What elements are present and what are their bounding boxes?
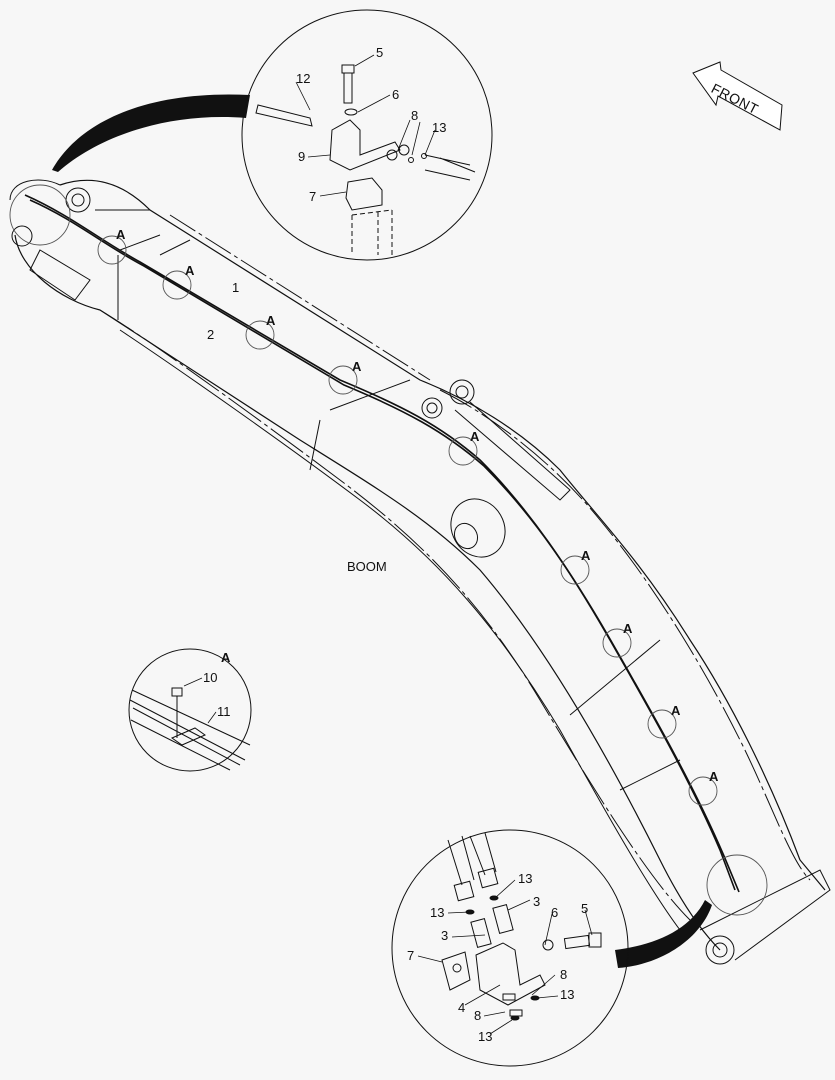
part-label-12: 12: [296, 71, 311, 86]
detail-marker-a: A: [352, 359, 362, 374]
detail-a-markers: [9, 184, 768, 916]
part-label-8: 8: [560, 967, 568, 982]
detail-marker-a: A: [671, 703, 681, 718]
part-label-1: 1: [232, 280, 240, 295]
part-label-5: 5: [376, 45, 384, 60]
part-label-13: 13: [560, 987, 575, 1002]
part-label-8: 8: [411, 108, 419, 123]
part-label-13: 13: [518, 871, 533, 886]
boom-body: [9, 179, 831, 965]
detail-a-view: [128, 648, 252, 772]
part-label-6: 6: [551, 905, 559, 920]
callout-arrow-top: [52, 94, 250, 172]
detail-marker-a: A: [116, 227, 126, 242]
part-label-6: 6: [392, 87, 400, 102]
part-label-13: 13: [478, 1029, 493, 1044]
detail-marker-a: A: [623, 621, 633, 636]
boom-title: BOOM: [347, 559, 387, 574]
detail-a-callout-marker: A: [221, 650, 231, 665]
part-label-3: 3: [441, 928, 449, 943]
part-label-3: 3: [533, 894, 541, 909]
bottom-detail-view: [391, 829, 629, 1067]
detail-marker-a: A: [470, 429, 480, 444]
part-label-8: 8: [474, 1008, 482, 1023]
part-label-11: 11: [217, 704, 231, 719]
part-label-4: 4: [458, 1000, 466, 1015]
part-label-13: 13: [432, 120, 447, 135]
part-label-7: 7: [309, 189, 317, 204]
detail-marker-a: A: [185, 263, 195, 278]
part-label-5: 5: [581, 901, 589, 916]
front-direction-arrow: [692, 61, 783, 131]
top-detail-view: [241, 9, 493, 261]
hydraulic-lines: [24, 194, 740, 893]
detail-marker-a: A: [266, 313, 276, 328]
callout-arrow-bottom: [615, 900, 712, 968]
part-label-10: 10: [203, 670, 218, 685]
part-label-7: 7: [407, 948, 415, 963]
part-label-2: 2: [207, 327, 215, 342]
part-label-9: 9: [298, 149, 306, 164]
detail-marker-a: A: [581, 548, 591, 563]
detail-marker-a: A: [709, 769, 719, 784]
part-label-13: 13: [430, 905, 445, 920]
